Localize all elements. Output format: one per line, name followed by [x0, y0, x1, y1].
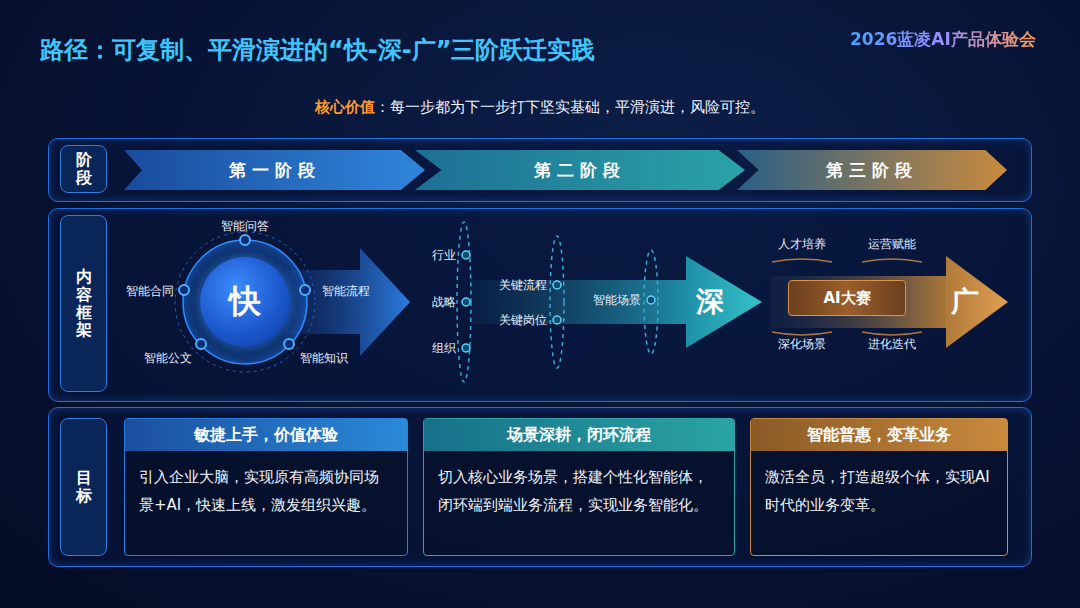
framework-label: 进化迭代 — [868, 336, 916, 353]
framework-label: 智能知识 — [300, 350, 348, 367]
goal-card: 敏捷上手，价值体验引入企业大脑，实现原有高频协同场景+AI，快速上线，激发组织兴… — [124, 418, 408, 556]
framework-label: 组织 — [432, 340, 456, 357]
core-value-text: ：每一步都为下一步打下坚实基础，平滑演进，风险可控。 — [375, 98, 765, 116]
framework-label: 深化场景 — [778, 336, 826, 353]
node-label: AI大赛 — [823, 289, 870, 308]
stage-node: 第二阶段 — [415, 150, 745, 190]
event-brand: 2026蓝凌AI产品体验会 — [850, 28, 1036, 51]
framework-label: 关键流程 — [499, 277, 547, 294]
framework-label: 运营赋能 — [868, 236, 916, 253]
framework-label: 关键岗位 — [499, 312, 547, 329]
goal-card: 场景深耕，闭环流程切入核心业务场景，搭建个性化智能体，闭环端到端业务流程，实现业… — [423, 418, 735, 556]
core-value-key: 核心价值 — [315, 98, 375, 116]
card-body: 切入核心业务场景，搭建个性化智能体，闭环端到端业务流程，实现业务智能化。 — [424, 451, 734, 531]
stage-node: 第一阶段 — [124, 150, 425, 190]
core-value-line: 核心价值：每一步都为下一步打下坚实基础，平滑演进，风险可控。 — [0, 98, 1080, 117]
framework-label: 智能问答 — [221, 218, 269, 235]
framework-label: 行业 — [432, 247, 456, 264]
stage-node: 深 — [686, 256, 762, 348]
node-label: 第二阶段 — [534, 159, 626, 182]
node-label: 第三阶段 — [826, 159, 918, 182]
stage-node: 第三阶段 — [737, 150, 1007, 190]
card-heading: 敏捷上手，价值体验 — [125, 419, 407, 451]
node-label: 深 — [696, 283, 724, 321]
card-body: 激活全员，打造超级个体，实现AI时代的业务变革。 — [751, 451, 1007, 531]
row-label-box: 目标 — [60, 418, 107, 556]
framework-label: 智能合同 — [126, 283, 174, 300]
framework-label: 战略 — [432, 294, 456, 311]
framework-label: 智能流程 — [322, 283, 370, 300]
framework-label: 智能场景 — [593, 292, 641, 309]
framework-label: 智能公文 — [144, 350, 192, 367]
framework-label: 人才培养 — [778, 236, 826, 253]
goal-card: 智能普惠，变革业务激活全员，打造超级个体，实现AI时代的业务变革。 — [750, 418, 1008, 556]
card-heading: 智能普惠，变革业务 — [751, 419, 1007, 451]
card-body: 引入企业大脑，实现原有高频协同场景+AI，快速上线，激发组织兴趣。 — [125, 451, 407, 531]
stage-node: AI大赛 — [788, 280, 906, 316]
row-label: 内容框架 — [76, 268, 92, 338]
node-label: 广 — [951, 283, 979, 321]
card-heading: 场景深耕，闭环流程 — [424, 419, 734, 451]
node-label: 第一阶段 — [229, 159, 321, 182]
stage-node: 快 — [200, 257, 290, 347]
node-label: 快 — [229, 280, 261, 324]
slide-title: 路径：可复制、平滑演进的“快-深-广”三阶跃迁实践 — [40, 34, 595, 66]
row-label-box: 阶段 — [60, 145, 107, 193]
row-label: 目标 — [76, 469, 92, 504]
row-label-box: 内容框架 — [60, 215, 107, 392]
stage-node: 广 — [946, 256, 1008, 348]
row-label: 阶段 — [76, 151, 92, 186]
